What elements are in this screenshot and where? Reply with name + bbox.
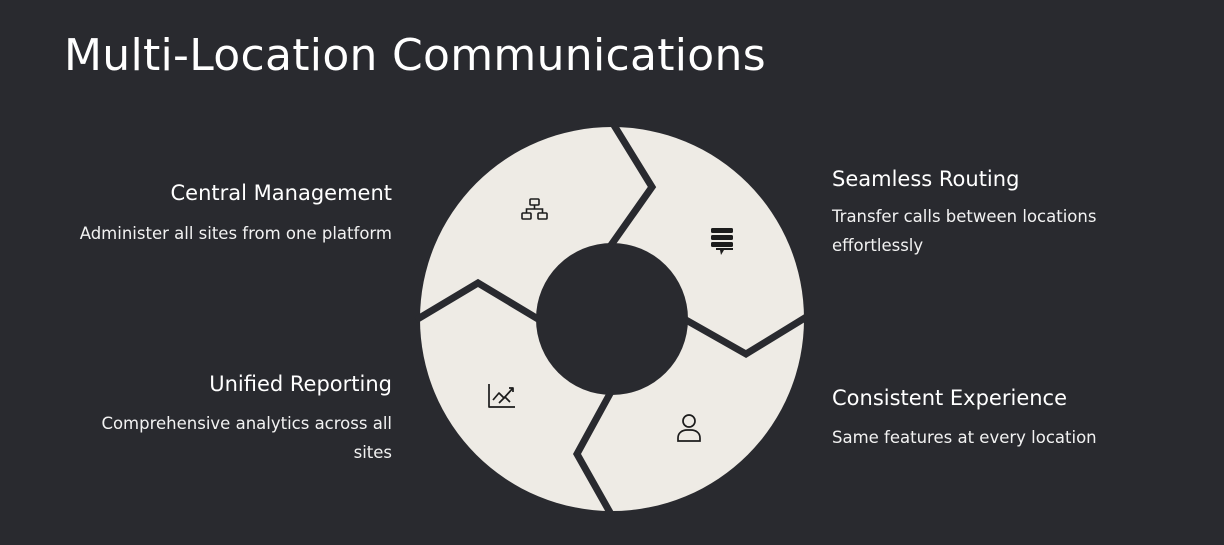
message-stack-icon [711, 228, 733, 255]
separator-top [606, 120, 657, 251]
segment-heading: Seamless Routing [832, 167, 1020, 191]
sitemap-icon [521, 198, 548, 220]
user-icon [677, 414, 701, 442]
segment-description: Same features at every location [832, 428, 1097, 447]
segment-unified-reporting: Unified Reporting Comprehensive analytic… [62, 372, 392, 467]
page-title: Multi-Location Communications [64, 30, 766, 81]
cycle-center-hole [536, 243, 688, 395]
segment-central-management: Central Management Administer all sites … [12, 181, 392, 248]
segment-seamless-routing: Seamless Routing Transfer calls between … [832, 167, 1142, 260]
segment-consistent-experience: Consistent Experience Same features at e… [832, 386, 1172, 452]
separator-left [414, 278, 540, 324]
segment-description: Transfer calls between locations effortl… [832, 207, 1097, 255]
analytics-chart-icon [488, 384, 515, 408]
separator-bottom [572, 388, 616, 518]
segment-description: Administer all sites from one platform [79, 224, 392, 243]
segment-heading: Central Management [170, 181, 392, 205]
segment-description: Comprehensive analytics across all sites [101, 414, 392, 462]
segment-heading: Unified Reporting [209, 372, 392, 396]
segment-heading: Consistent Experience [832, 386, 1068, 410]
separator-right [684, 313, 810, 359]
